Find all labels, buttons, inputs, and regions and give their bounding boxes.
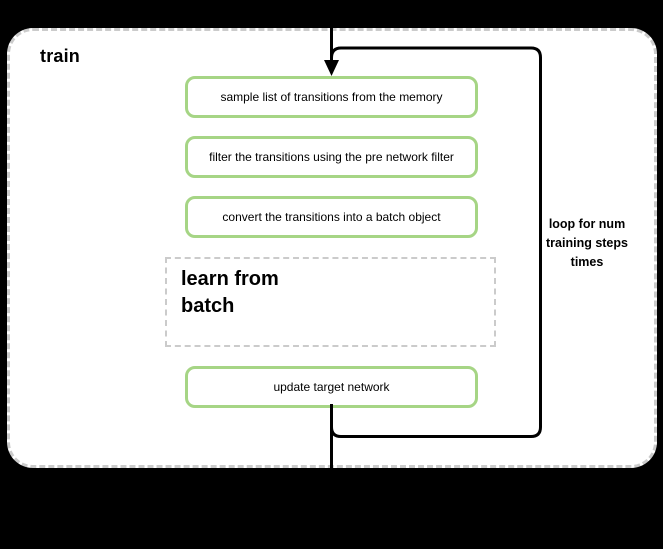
step-box-update-target-network: update target network [185, 366, 478, 408]
loop-annotation: loop for num training steps times [544, 215, 630, 272]
step-box-convert-to-batch: convert the transitions into a batch obj… [185, 196, 478, 238]
learn-from-batch-box: learn from batch [165, 257, 496, 347]
step-label: update target network [273, 380, 390, 394]
loop-annotation-line: loop for num [548, 217, 626, 231]
loop-annotation-line: times [570, 255, 604, 269]
learn-from-batch-label-line: learn from [181, 268, 279, 290]
learn-from-batch-label-line: batch [181, 295, 235, 317]
step-label: filter the transitions using the pre net… [209, 150, 454, 164]
train-title: train [40, 46, 81, 66]
step-box-sample-transitions: sample list of transitions from the memo… [185, 76, 478, 118]
step-label: sample list of transitions from the memo… [220, 90, 443, 104]
step-label: convert the transitions into a batch obj… [222, 210, 441, 224]
loop-annotation-line: training steps [546, 236, 628, 250]
step-box-filter-transitions: filter the transitions using the pre net… [185, 136, 478, 178]
